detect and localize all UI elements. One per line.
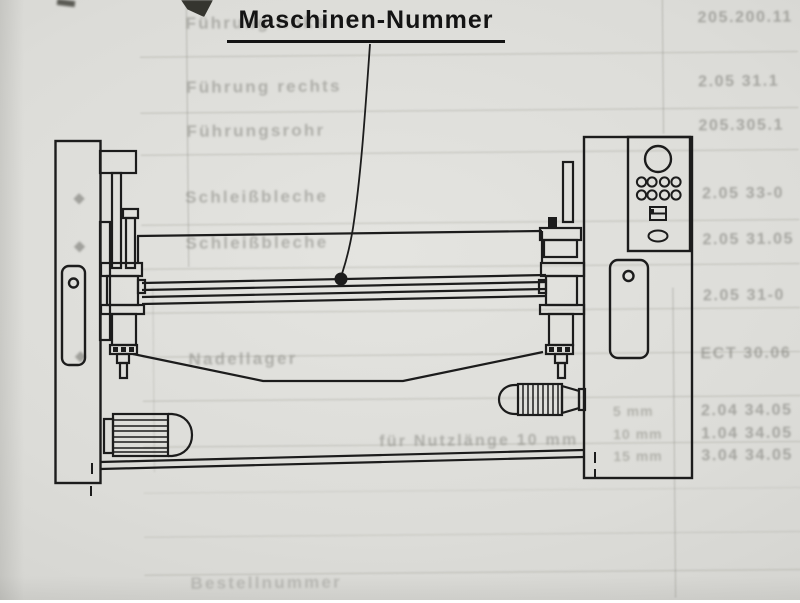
right-clamp-mechanism — [537, 160, 586, 380]
panel-dial — [643, 144, 673, 174]
left-slot-hole — [67, 277, 80, 289]
right-frame-column — [582, 135, 694, 480]
upper-beam-top — [136, 229, 543, 238]
callout-dot — [334, 272, 348, 286]
beams — [132, 229, 547, 383]
left-clamp-mechanism — [98, 149, 147, 380]
left-motor — [102, 412, 194, 458]
right-motor — [497, 382, 587, 417]
folding-beam — [132, 350, 544, 383]
base-rails — [99, 448, 585, 471]
leader-line — [340, 43, 371, 278]
callout — [334, 43, 371, 286]
panel-keyhole — [647, 229, 669, 243]
right-slot-hole — [622, 269, 635, 283]
right-slot-plate — [608, 258, 650, 360]
control-panel — [626, 135, 692, 253]
left-frame-column — [54, 139, 102, 496]
left-slot-plate — [60, 264, 87, 367]
panel-buttons — [635, 176, 682, 201]
page-title: Maschinen-Nummer — [227, 6, 505, 43]
